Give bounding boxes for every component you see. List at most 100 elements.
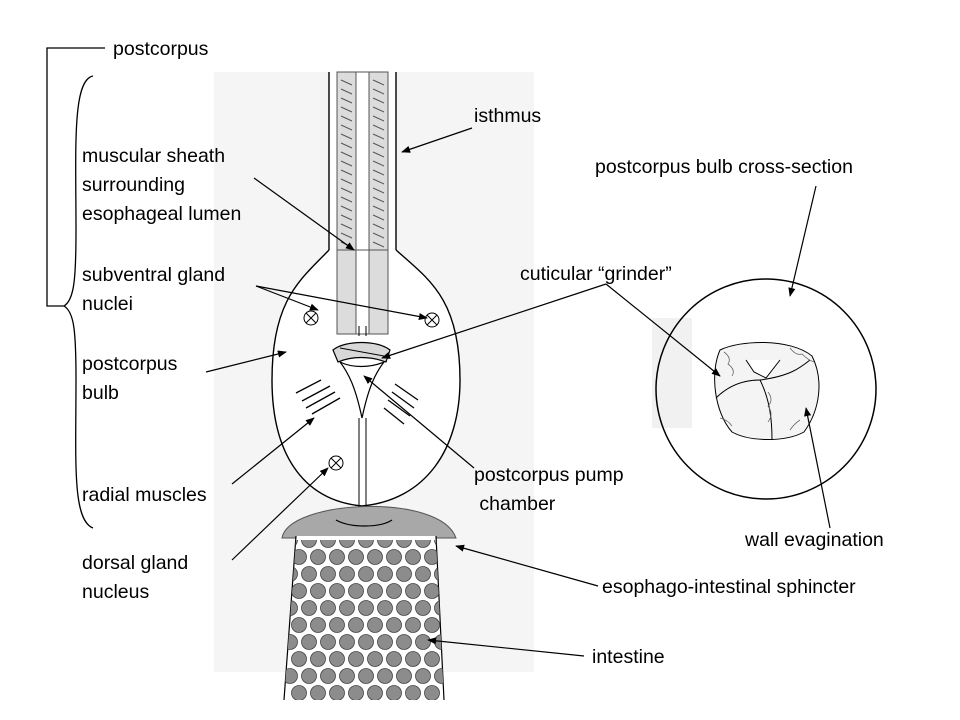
intestine-granule (339, 668, 355, 684)
lumen-hatch (372, 223, 385, 230)
label-line: bulb (82, 382, 119, 404)
intestine-granule (310, 583, 326, 599)
intestine-granule (386, 583, 402, 599)
intestine-granule (348, 583, 364, 599)
label-subventral-gland: subventral gland nuclei (82, 261, 225, 319)
label-pump-chamber: postcorpus pump chamber (474, 461, 624, 519)
label-line: esophageal lumen (82, 203, 242, 225)
intestine-granule (348, 617, 364, 633)
intestine-granule (358, 540, 374, 548)
lumen-hatch (372, 151, 385, 158)
label-muscular-sheath: muscular sheath surrounding esophageal l… (82, 142, 241, 229)
intestine-granule (424, 617, 440, 633)
lumen-hatch (372, 205, 385, 212)
sphincter-shape (281, 506, 457, 539)
intestine-granule (377, 634, 393, 650)
intestine-granule (386, 685, 402, 700)
intestine-granule (424, 651, 440, 667)
label-line: surrounding (82, 174, 185, 196)
intestine-granule (396, 634, 412, 650)
intestine-granule (377, 566, 393, 582)
intestine-granule (415, 566, 431, 582)
lumen-hatch (372, 214, 385, 221)
lumen-hatch (340, 142, 353, 149)
lumen-hatch (340, 223, 353, 230)
label-isthmus: isthmus (474, 105, 542, 127)
intestine-granule (348, 549, 364, 565)
intestine-granule (377, 540, 393, 548)
intestine-granule (396, 540, 412, 548)
lumen-hatch (372, 160, 385, 167)
intestine-granule (291, 583, 307, 599)
lumen-hatch (372, 169, 385, 176)
intestine-granule (386, 549, 402, 565)
lumen-hatch (372, 142, 385, 149)
lumen-hatch (340, 133, 353, 140)
cross-section-drawing (655, 278, 877, 500)
lumen-hatch (340, 214, 353, 221)
label-line: postcorpus pump (474, 464, 624, 486)
intestine-granule (320, 566, 336, 582)
intestine-granule (415, 540, 431, 548)
lumen-hatch (372, 232, 385, 239)
lumen-hatch (340, 106, 353, 113)
intestine-granule (320, 634, 336, 650)
intestine-granule (386, 617, 402, 633)
lumen-hatch (372, 106, 385, 113)
lumen-hatch (340, 232, 353, 239)
intestine-shape (283, 535, 445, 701)
label-radial-muscles: radial muscles (82, 484, 207, 506)
intestine-granule (301, 668, 317, 684)
lumen-hatch (340, 79, 353, 86)
intestine-granule (367, 617, 383, 633)
intestine-granule (348, 685, 364, 700)
leader-arrows (205, 127, 831, 657)
lumen-hatch (340, 115, 353, 122)
intestine-granule (386, 651, 402, 667)
label-line: muscular sheath (82, 145, 226, 167)
intestine-granule (329, 549, 345, 565)
intestine-granule (367, 685, 383, 700)
label-line: postcorpus (82, 353, 178, 375)
intestine-granule (291, 651, 307, 667)
lumen-hatch (340, 178, 353, 185)
lumen-hatch (372, 79, 385, 86)
intestine-granule (329, 651, 345, 667)
intestine-granule (301, 634, 317, 650)
intestine-granule (424, 685, 440, 700)
lumen-hatch (372, 178, 385, 185)
lumen-hatch (340, 160, 353, 167)
intestine-granule (329, 583, 345, 599)
label-line: chamber (474, 493, 556, 515)
intestine-granule (310, 685, 326, 700)
label-line: nuclei (82, 293, 133, 315)
intestine-granule (329, 685, 345, 700)
lumen-hatch (372, 133, 385, 140)
label-intestine: intestine (592, 646, 665, 668)
label-line: nucleus (82, 581, 150, 603)
intestine-granule (339, 634, 355, 650)
lumen-hatch (340, 169, 353, 176)
intestine-granule (358, 668, 374, 684)
intestine-granule (310, 549, 326, 565)
label-sphincter: esophago-intestinal sphincter (602, 576, 856, 598)
intestine-granule (339, 600, 355, 616)
label-cuticular-grinder: cuticular “grinder” (520, 263, 672, 285)
lumen-hatch (340, 187, 353, 194)
intestine-granule (301, 600, 317, 616)
intestine-granule (284, 668, 298, 684)
lumen-hatch (372, 124, 385, 131)
intestine-granule (301, 540, 317, 548)
lumen-hatch (372, 187, 385, 194)
intestine-granule (396, 566, 412, 582)
lumen-hatch (372, 196, 385, 203)
intestine-granule (396, 600, 412, 616)
label-line: subventral gland (82, 264, 226, 286)
label-cross-section: postcorpus bulb cross-section (595, 156, 853, 178)
lumen-hatch (340, 124, 353, 131)
label-wall-evagination: wall evagination (745, 529, 884, 551)
intestine-granule (301, 566, 317, 582)
intestine-granule (329, 617, 345, 633)
intestine-granule (320, 540, 336, 548)
